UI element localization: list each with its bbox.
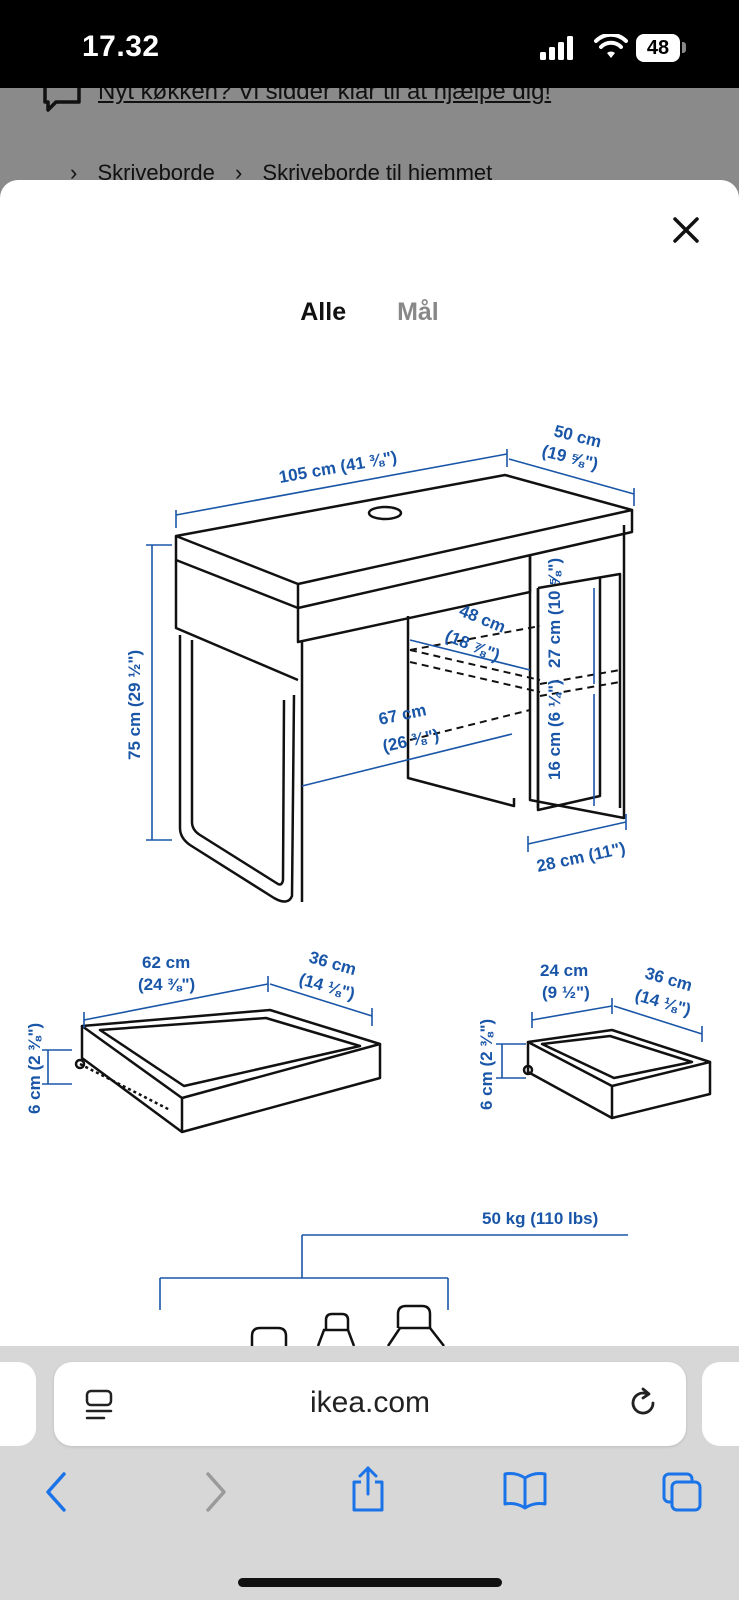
status-bar: 17.32 48 <box>0 0 739 88</box>
battery-tip <box>682 42 686 53</box>
large-drawer-dimension-lines <box>42 976 373 1085</box>
back-icon[interactable] <box>40 1470 74 1514</box>
forward-icon[interactable] <box>198 1470 232 1514</box>
drawer2-width-cm-label: 24 cm <box>540 961 588 980</box>
small-drawer-drawing <box>522 1028 712 1120</box>
shelf-width-label: 28 cm (11") <box>535 839 627 876</box>
breadcrumb-separator: › <box>234 160 243 185</box>
previous-tab-edge[interactable] <box>0 1362 36 1446</box>
desk-hidden-lines <box>409 600 621 741</box>
weights-drawing <box>250 1304 445 1346</box>
tab-alle[interactable]: Alle <box>300 298 347 326</box>
product-dimension-diagram: 105 cm (41 ⅜") 50 cm (19 ⅝") 75 cm (29 ½… <box>25 421 712 1346</box>
cellular-signal-icon <box>540 36 573 60</box>
battery-icon: 48 <box>636 34 680 62</box>
tabs-icon[interactable] <box>660 1470 704 1514</box>
leg-width-in-label: (26 ⅜") <box>381 725 441 755</box>
small-drawer-dimension-lines <box>496 998 703 1079</box>
share-icon[interactable] <box>348 1464 388 1514</box>
drawer2-width-in-label: (9 ½") <box>542 983 590 1002</box>
max-load-label: 50 kg (110 lbs) <box>482 1209 598 1228</box>
next-tab-edge[interactable] <box>702 1362 739 1446</box>
bookmarks-icon[interactable] <box>502 1470 548 1510</box>
url-text[interactable]: ikea.com <box>309 1386 431 1419</box>
clock: 17.32 <box>82 30 160 63</box>
close-icon[interactable] <box>666 210 706 250</box>
reload-icon[interactable] <box>626 1386 660 1420</box>
large-drawer-drawing <box>74 1008 382 1134</box>
drawer1-height-label: 6 cm (2 ⅜") <box>25 1023 44 1114</box>
browser-toolbar: ikea.com <box>0 1346 739 1600</box>
width-label: 105 cm (41 ⅜") <box>277 447 398 486</box>
height-label: 75 cm (29 ½") <box>125 650 144 760</box>
breadcrumb-separator: › <box>70 160 78 185</box>
reader-icon[interactable] <box>84 1388 114 1422</box>
kitchen-banner-link[interactable]: Nyt køkken? Vi sidder klar til at hjælpe… <box>98 88 552 105</box>
leg-width-cm-label: 67 cm <box>377 700 428 729</box>
load-dimension-lines <box>159 1234 628 1310</box>
tab-maal[interactable]: Mål <box>397 298 439 326</box>
dimensions-sheet: Alle Mål <box>0 180 739 1346</box>
sheet-tabs: Alle Mål <box>0 298 739 327</box>
chat-icon <box>43 88 81 112</box>
address-bar[interactable]: ikea.com <box>54 1362 686 1446</box>
drawer2-height-label: 6 cm (2 ⅜") <box>477 1019 496 1110</box>
drawer1-width-cm-label: 62 cm <box>142 953 190 972</box>
shelf-lower-label: 16 cm (6 ¼") <box>545 679 564 780</box>
wifi-icon <box>594 34 628 58</box>
shelf-upper-label: 27 cm (10 ⅝") <box>545 558 564 668</box>
drawer1-width-in-label: (24 ⅜") <box>138 975 195 994</box>
home-indicator <box>238 1578 502 1587</box>
dimension-lines <box>146 449 635 852</box>
desk-drawing <box>174 473 634 903</box>
